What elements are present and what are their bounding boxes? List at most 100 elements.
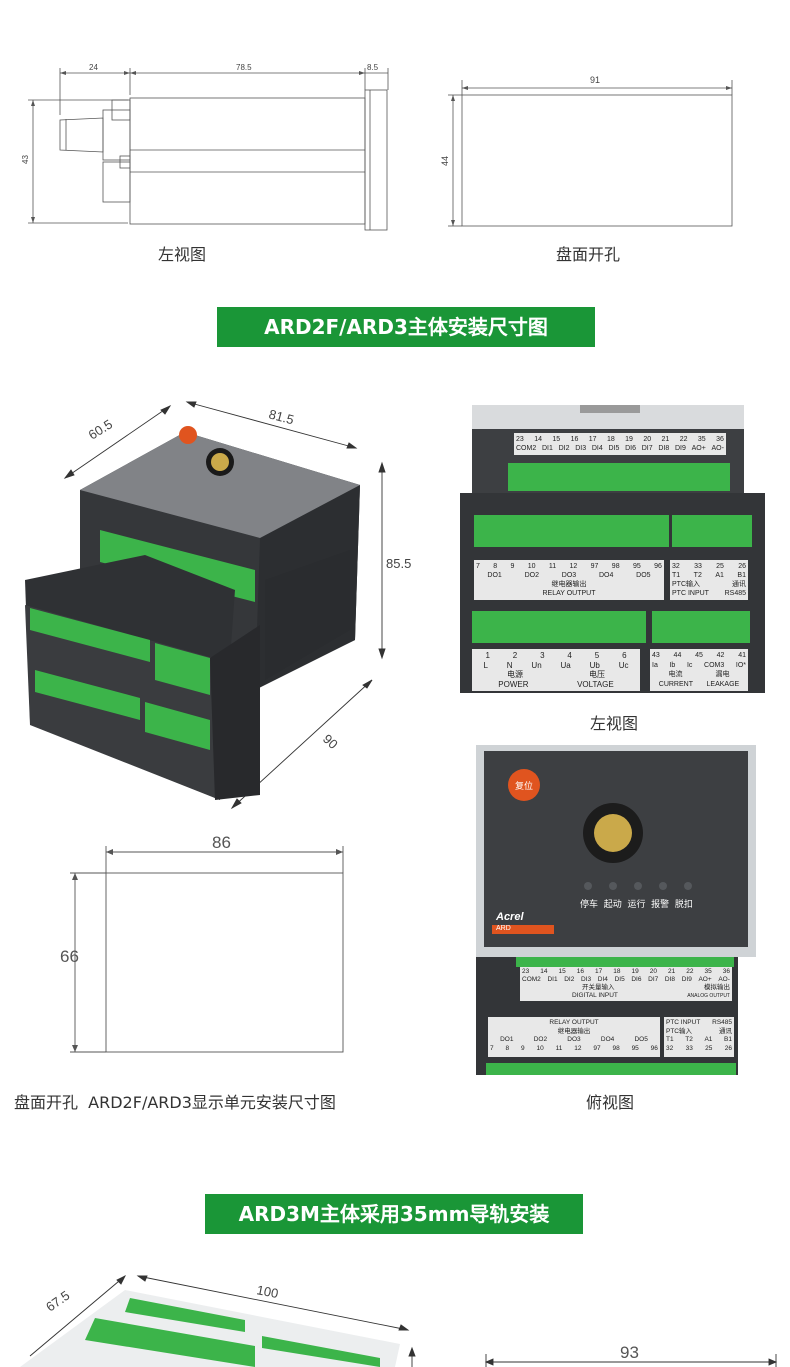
relay-cn: 继电器输出 (551, 581, 587, 588)
terminal-label: Ib (669, 661, 676, 669)
terminal-label: IO* (735, 661, 746, 669)
terminal-label: DI1 (541, 445, 553, 452)
dim-67-5: 67.5 (43, 1288, 72, 1315)
terminal-number: 25 (716, 563, 724, 570)
display-caption: 盘面开孔 ARD2F/ARD3显示单元安装尺寸图 (14, 1093, 336, 1112)
terminal-number: 20 (649, 968, 657, 975)
terminal-number: 15 (552, 436, 561, 443)
terminal-label: DI4 (597, 976, 608, 983)
terminal-number: 23 (516, 436, 524, 443)
terminal-label: AO+ (691, 445, 706, 452)
terminal-number: 36 (716, 436, 724, 443)
terminal-number: 14 (540, 968, 548, 975)
terminal-label: DI7 (648, 976, 659, 983)
terminal-number: 8 (493, 563, 498, 570)
terminal-label: Uc (618, 660, 629, 670)
tv-ptc-en: PTC INPUT (666, 1019, 701, 1026)
ard3m-device-drawing: 67.5 100 93 (20, 1274, 778, 1367)
terminal-label: DI3 (575, 445, 587, 452)
terminal-label: T2 (693, 572, 702, 579)
dim-24: 24 (89, 63, 98, 72)
terminal-label: AO+ (698, 976, 712, 983)
terminal-number: 17 (588, 436, 597, 443)
tv-di-cn: 开关量输入 (582, 984, 615, 991)
terminal-number: 1 (485, 651, 490, 660)
terminal-label: COM2 (516, 445, 537, 452)
top-view-caption: 俯视图 (586, 1093, 635, 1112)
terminal-number: 95 (631, 1044, 639, 1052)
ptc-cn: PTC输入 (672, 581, 700, 588)
power-cn: 电源 (507, 670, 523, 679)
side-view-drawing: 24 78.5 8.5 43 (21, 63, 389, 231)
terminal-number: 23 (522, 968, 530, 975)
terminal-number: 11 (555, 1044, 563, 1052)
terminal-number: 26 (724, 1044, 732, 1052)
terminal-label: Ic (686, 661, 693, 669)
terminal-label: A1 (704, 1036, 713, 1043)
terminal-number: 97 (593, 1044, 601, 1052)
tv-ao-en: ANALOG OUTPUT (687, 993, 730, 999)
relay-group-label: DO4 (598, 572, 614, 579)
relay-group-label: DO2 (524, 572, 539, 579)
terminal-number: 18 (613, 968, 621, 975)
terminal-number: 11 (548, 563, 557, 570)
dim-93: 93 (620, 1343, 639, 1362)
terminal-number: 8 (505, 1044, 510, 1052)
terminal-number: 22 (679, 436, 688, 443)
terminal-label: B1 (737, 572, 746, 579)
terminal-number: 45 (695, 652, 703, 659)
iso-device-drawing: 60.5 81.5 85.5 90 (25, 401, 411, 810)
terminal-label: DI2 (558, 445, 570, 452)
relay-en: RELAY OUTPUT (542, 590, 596, 597)
relay-group-label: DO4 (600, 1036, 615, 1043)
led-labels: 停车 起动 运行 报警 脱扣 (580, 900, 693, 910)
terminal-label: T2 (685, 1036, 693, 1043)
terminal-number: 41 (738, 652, 746, 659)
terminal-number: 15 (558, 968, 566, 975)
terminal-label: COM2 (522, 976, 541, 983)
current-en: CURRENT (658, 680, 693, 688)
terminal-label: N (506, 660, 513, 670)
terminal-label: DI5 (608, 445, 620, 452)
ptc-en: PTC INPUT (672, 590, 709, 597)
terminal-label: DI5 (614, 976, 625, 983)
banner-ard3m-rail: ARD3M主体采用35mm导轨安装 (205, 1194, 583, 1234)
terminal-number: 22 (686, 968, 694, 975)
terminal-label: T1 (666, 1036, 674, 1043)
relay-group-label: DO3 (567, 1036, 581, 1043)
terminal-number: 26 (738, 563, 746, 570)
dim-86: 86 (212, 833, 231, 852)
power-en: POWER (498, 679, 529, 689)
terminal-number: 12 (569, 563, 578, 570)
dim-100: 100 (255, 1282, 279, 1301)
terminal-number: 21 (661, 436, 670, 443)
terminal-number: 5 (594, 651, 600, 660)
cutout-caption: 盘面开孔 (556, 245, 621, 264)
banner-ard2f-ard3: ARD2F/ARD3主体安装尺寸图 (217, 307, 595, 347)
voltage-cn: 电压 (589, 670, 605, 679)
tv-ptc-cn: PTC输入 (666, 1027, 692, 1035)
dim-66: 66 (60, 947, 79, 966)
terminal-label: Un (531, 660, 542, 670)
terminal-number: 4 (567, 651, 572, 660)
terminal-label: COM3 (704, 661, 725, 669)
terminal-number: 97 (590, 563, 599, 570)
terminal-label: DI9 (681, 976, 692, 983)
reset-button-label: 复位 (514, 782, 533, 792)
terminal-number: 9 (510, 563, 515, 570)
